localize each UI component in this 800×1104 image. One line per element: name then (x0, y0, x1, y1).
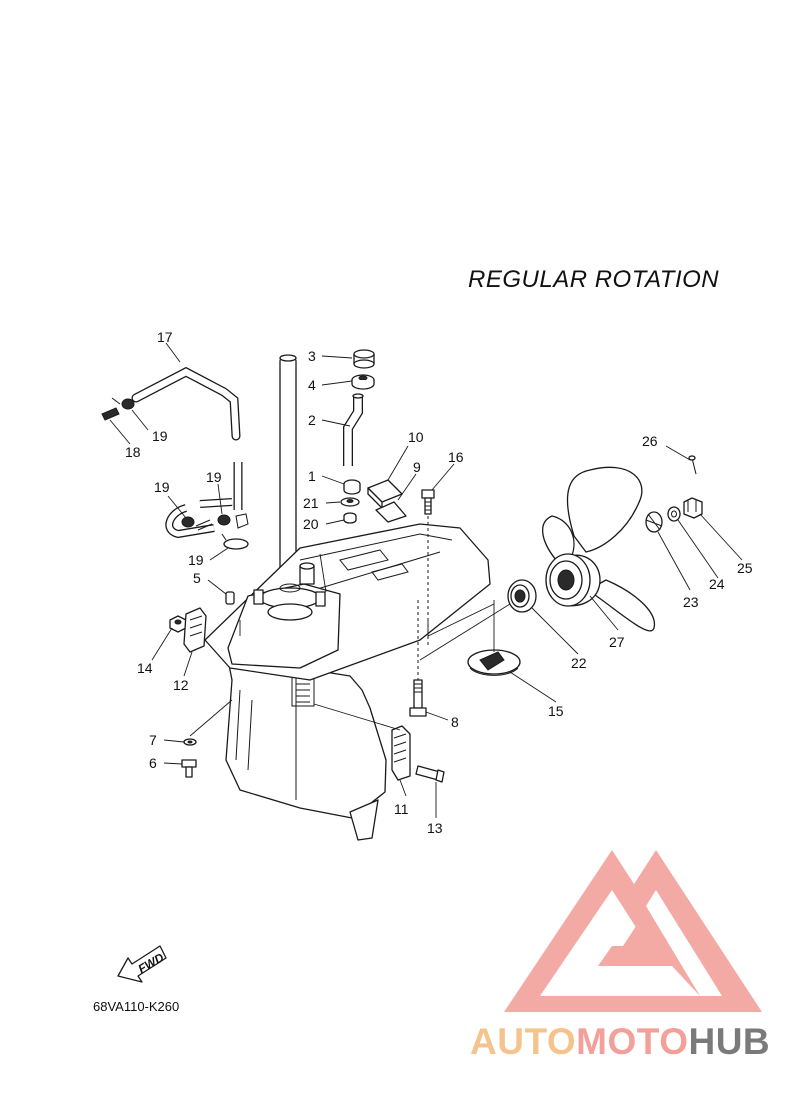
bolt-part-8 (409, 679, 427, 717)
hose-clips-part-19 (111, 397, 249, 550)
leader-line (189, 699, 233, 737)
anode-part-15 (467, 649, 521, 676)
fwd-arrow-icon: FWD (117, 945, 167, 983)
part-label: 4 (308, 377, 316, 393)
part-label: 9 (413, 459, 421, 475)
part-label: 24 (709, 576, 725, 592)
part-label: 6 (149, 755, 157, 771)
svg-text:AUTOMOTOHUB: AUTOMOTOHUB (470, 1021, 770, 1062)
prop-alignment-line (427, 603, 495, 637)
nut-part-25 (683, 497, 703, 519)
part-label: 20 (303, 516, 319, 532)
propeller-part-27 (542, 466, 655, 632)
part-label: 3 (308, 348, 316, 364)
part-label: 21 (303, 495, 319, 511)
part-label: 5 (193, 570, 201, 586)
brand-moto: MOTO (576, 1021, 688, 1062)
water-tube-parts (340, 349, 375, 524)
part-label: 13 (427, 820, 443, 836)
plates-parts-10-9 (367, 479, 407, 523)
part-label: 12 (173, 677, 189, 693)
part-label: 15 (548, 703, 564, 719)
part-label: 10 (408, 429, 424, 445)
part-label: 19 (206, 469, 222, 485)
leader-line (313, 703, 401, 731)
part-label: 25 (737, 560, 753, 576)
watermark-brand-text: AUTOMOTOHUB (470, 1021, 770, 1062)
part-label: 7 (149, 732, 157, 748)
prop-alignment-line-3 (419, 603, 511, 661)
part-label: 16 (448, 449, 464, 465)
diagram-title: REGULAR ROTATION (468, 266, 719, 293)
part-label: 11 (394, 801, 409, 817)
callout-leaders (109, 342, 743, 818)
part-label: 2 (308, 412, 316, 428)
part-label: 23 (683, 594, 699, 610)
part-label: 26 (642, 433, 658, 449)
hose-part-17 (131, 366, 249, 539)
part-label: 17 (157, 329, 173, 345)
part-label: 19 (152, 428, 168, 444)
watermark-logo-icon (504, 850, 762, 1012)
leader-line (319, 553, 327, 593)
washer-part-24 (667, 506, 681, 522)
fitting-part-18 (101, 407, 213, 531)
cotter-pin-part-26 (688, 455, 697, 475)
part-label: 19 (188, 552, 204, 568)
brand-hub: HUB (688, 1021, 770, 1062)
part-label: 14 (137, 660, 153, 676)
part-label: 8 (451, 714, 459, 730)
part-number-labels: 17 3 4 2 19 18 10 16 26 1 9 19 19 21 20 … (125, 329, 753, 836)
brand-auto: AUTO (470, 1021, 576, 1062)
diagram-code: 68VA110-K260 (93, 999, 179, 1014)
bolt-part-16 (421, 489, 435, 515)
small-parts-left (169, 591, 445, 783)
part-label: 22 (571, 655, 587, 671)
spacer-part-23 (645, 511, 663, 533)
lower-unit-housing (204, 354, 491, 841)
part-label: 19 (154, 479, 170, 495)
part-label: 27 (609, 634, 625, 650)
thrust-washer-part-22 (507, 579, 537, 613)
part-label: 1 (308, 468, 316, 484)
part-label: 18 (125, 444, 141, 460)
